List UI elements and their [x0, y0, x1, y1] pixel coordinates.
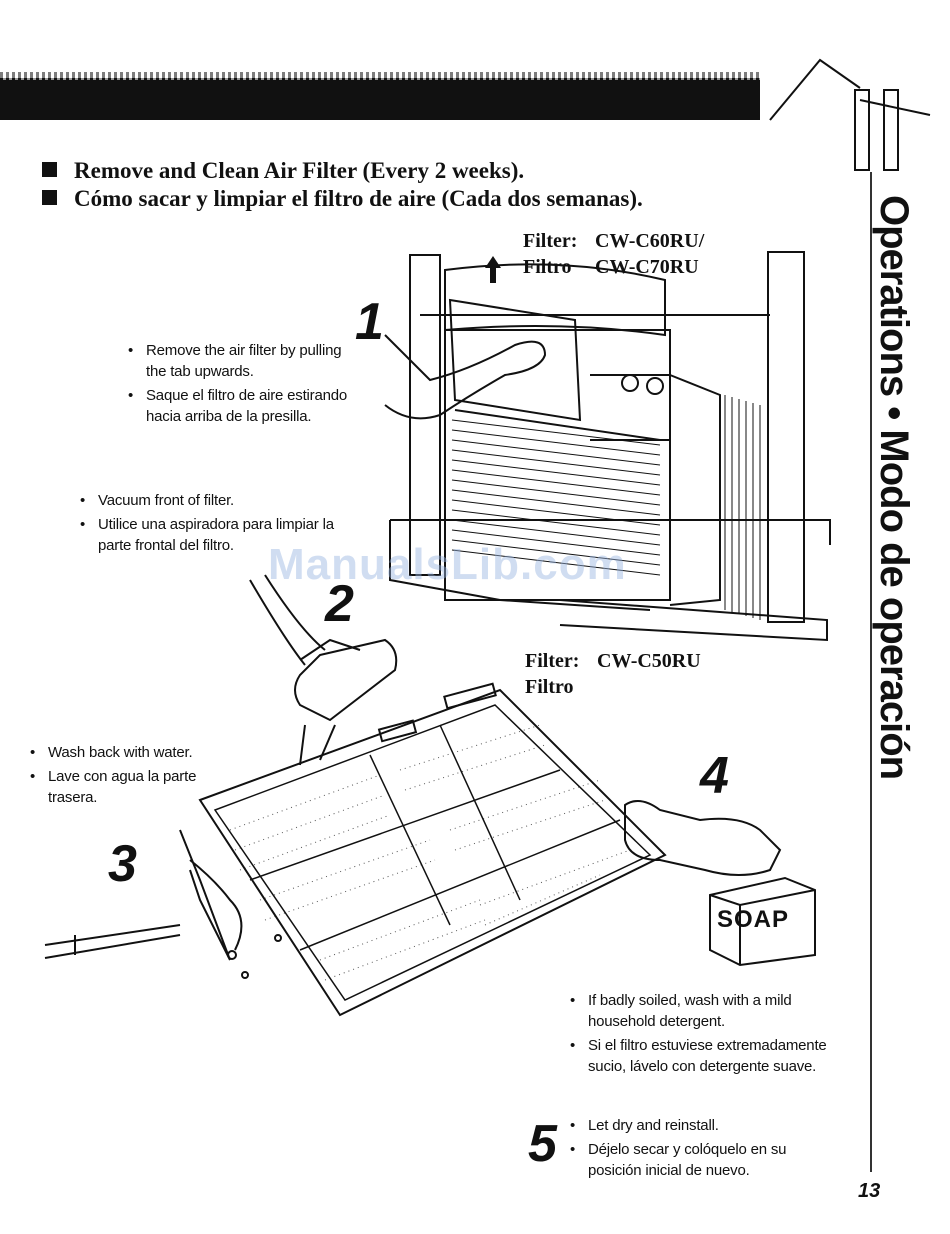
list-item: Vacuum front of filter.	[80, 490, 342, 511]
soap-label: SOAP	[717, 906, 790, 933]
step-1-instructions: Remove the air filter by pulling the tab…	[128, 340, 348, 430]
sidebar-title: Operations • Modo de operación	[872, 195, 916, 780]
list-item: Remove the air filter by pulling the tab…	[128, 340, 348, 382]
step-4-instructions: If badly soiled, wash with a mild househ…	[570, 990, 838, 1080]
step-3-instructions: Wash back with water. Lave con agua la p…	[30, 742, 230, 811]
step-2-instructions: Vacuum front of filter. Utilice una aspi…	[80, 490, 342, 559]
sidebar-divider	[870, 172, 872, 1172]
list-item: Déjelo secar y colóquelo en su posición …	[570, 1139, 832, 1181]
list-item: Let dry and reinstall.	[570, 1115, 832, 1136]
up-arrow-icon	[485, 256, 501, 283]
list-item: Saque el filtro de aire estirando hacia …	[128, 385, 348, 427]
bullet-square-icon	[42, 162, 57, 177]
step-number-5: 5	[528, 1115, 557, 1173]
list-item: Lave con agua la parte trasera.	[30, 766, 230, 808]
list-item: Si el filtro estuviese extremadamente su…	[570, 1035, 838, 1077]
step-number-3: 3	[108, 835, 137, 893]
list-item: Utilice una aspiradora para limpiar la p…	[80, 514, 342, 556]
header-band	[0, 72, 760, 120]
step-5-instructions: Let dry and reinstall. Déjelo secar y co…	[570, 1115, 832, 1184]
sidebar-tab: Operations • Modo de operación	[872, 195, 916, 915]
heading-spanish: Cómo sacar y limpiar el filtro de aire (…	[42, 186, 643, 212]
watermark: ManualsLib.com	[268, 540, 627, 589]
page-number: 13	[858, 1180, 881, 1202]
filter-label-c50: Filter:CW-C50RU Filtro	[525, 650, 701, 698]
step-number-4: 4	[700, 747, 729, 805]
bullet-square-icon	[42, 190, 57, 205]
step-number-2: 2	[325, 575, 354, 633]
list-item: Wash back with water.	[30, 742, 230, 763]
step-number-1: 1	[355, 293, 384, 351]
list-item: If badly soiled, wash with a mild househ…	[570, 990, 838, 1032]
heading-english: Remove and Clean Air Filter (Every 2 wee…	[42, 158, 524, 184]
